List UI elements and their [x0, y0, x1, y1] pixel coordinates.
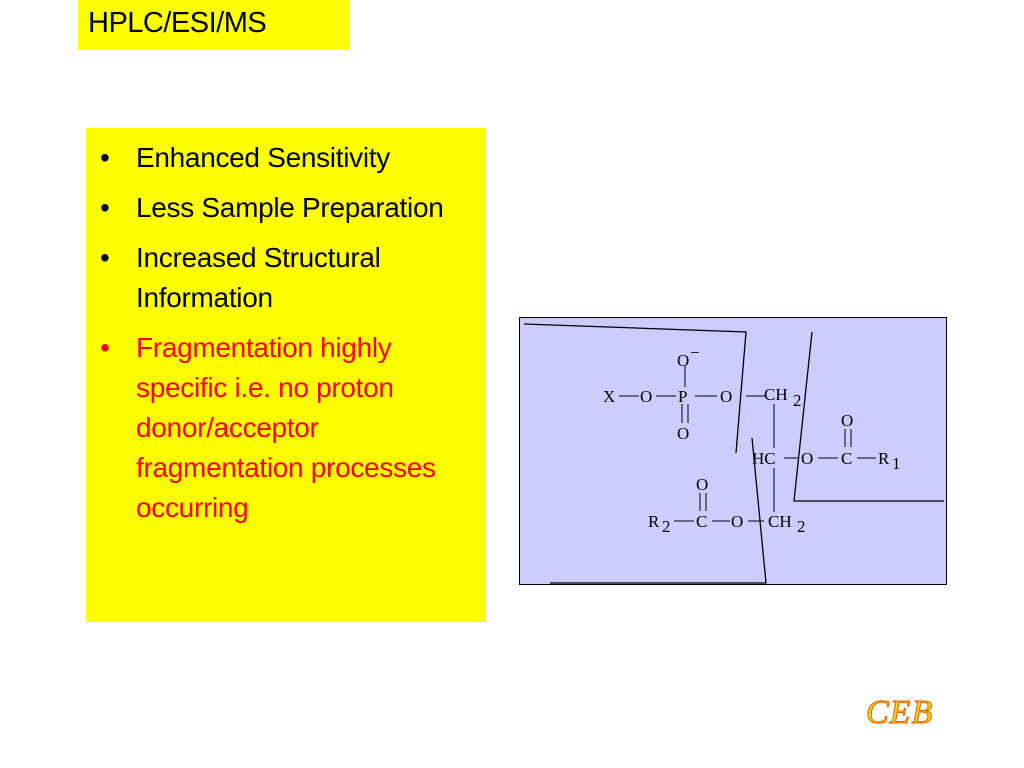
- bullet-item-fragmentation: • Fragmentation highly specific i.e. no …: [100, 328, 480, 528]
- atom-o3: O: [801, 449, 813, 468]
- structure-svg: O − X O P O CH 2 O O HC O C R 1 O R 2 C …: [523, 323, 944, 584]
- bullet-text: Less Sample Preparation: [136, 192, 444, 223]
- atom-ch2-top: CH: [764, 385, 788, 404]
- atom-p: P: [678, 387, 687, 406]
- bullet-dot: •: [100, 332, 110, 363]
- bullet-item-structural-information: • Increased Structural Information: [100, 238, 480, 318]
- atom-c2: C: [696, 512, 707, 531]
- slide-title: HPLC/ESI/MS: [88, 7, 267, 39]
- atom-ch2-bottom: CH: [768, 512, 792, 531]
- atom-r2-sub: 2: [662, 517, 671, 536]
- bullet-text: Enhanced Sensitivity: [136, 142, 390, 173]
- bullet-item-sample-preparation: • Less Sample Preparation: [100, 188, 480, 228]
- atom-c1: C: [841, 449, 852, 468]
- atom-o-carbonyl-r1: O: [841, 411, 853, 430]
- fragment-line-sn2: [550, 437, 767, 584]
- bullet-list: • Enhanced Sensitivity • Less Sample Pre…: [100, 138, 480, 538]
- atom-o2: O: [720, 387, 732, 406]
- bullet-text: Increased Structural Information: [136, 242, 381, 313]
- atom-r1-sub: 1: [892, 454, 901, 473]
- atom-o1: O: [640, 387, 652, 406]
- bullet-dot: •: [100, 192, 110, 223]
- fragment-line-headgroup: [523, 323, 747, 454]
- bullet-item-sensitivity: • Enhanced Sensitivity: [100, 138, 480, 178]
- bullet-dot: •: [100, 142, 110, 173]
- atom-o4: O: [731, 512, 743, 531]
- bullet-dot: •: [100, 242, 110, 273]
- phospholipid-structure-diagram: O − X O P O CH 2 O O HC O C R 1 O R 2 C …: [519, 317, 947, 585]
- atom-x: X: [603, 387, 615, 406]
- atom-r2: R: [648, 512, 660, 531]
- atom-hc: HC: [752, 449, 776, 468]
- atom-o-double-p: O: [677, 424, 689, 443]
- ceb-logo: CEB: [865, 694, 934, 732]
- atom-r1: R: [878, 449, 890, 468]
- atom-ch2-top-sub: 2: [793, 391, 802, 410]
- fragment-line-sn1: [793, 331, 944, 502]
- title-box: HPLC/ESI/MS: [78, 0, 350, 50]
- bullet-box: • Enhanced Sensitivity • Less Sample Pre…: [86, 128, 486, 622]
- bullet-text: Fragmentation highly specific i.e. no pr…: [136, 332, 436, 523]
- atom-o-minus: O: [677, 351, 689, 370]
- atom-o-carbonyl-r2: O: [696, 475, 708, 494]
- atom-ch2-bottom-sub: 2: [797, 517, 806, 536]
- charge-minus: −: [690, 343, 700, 362]
